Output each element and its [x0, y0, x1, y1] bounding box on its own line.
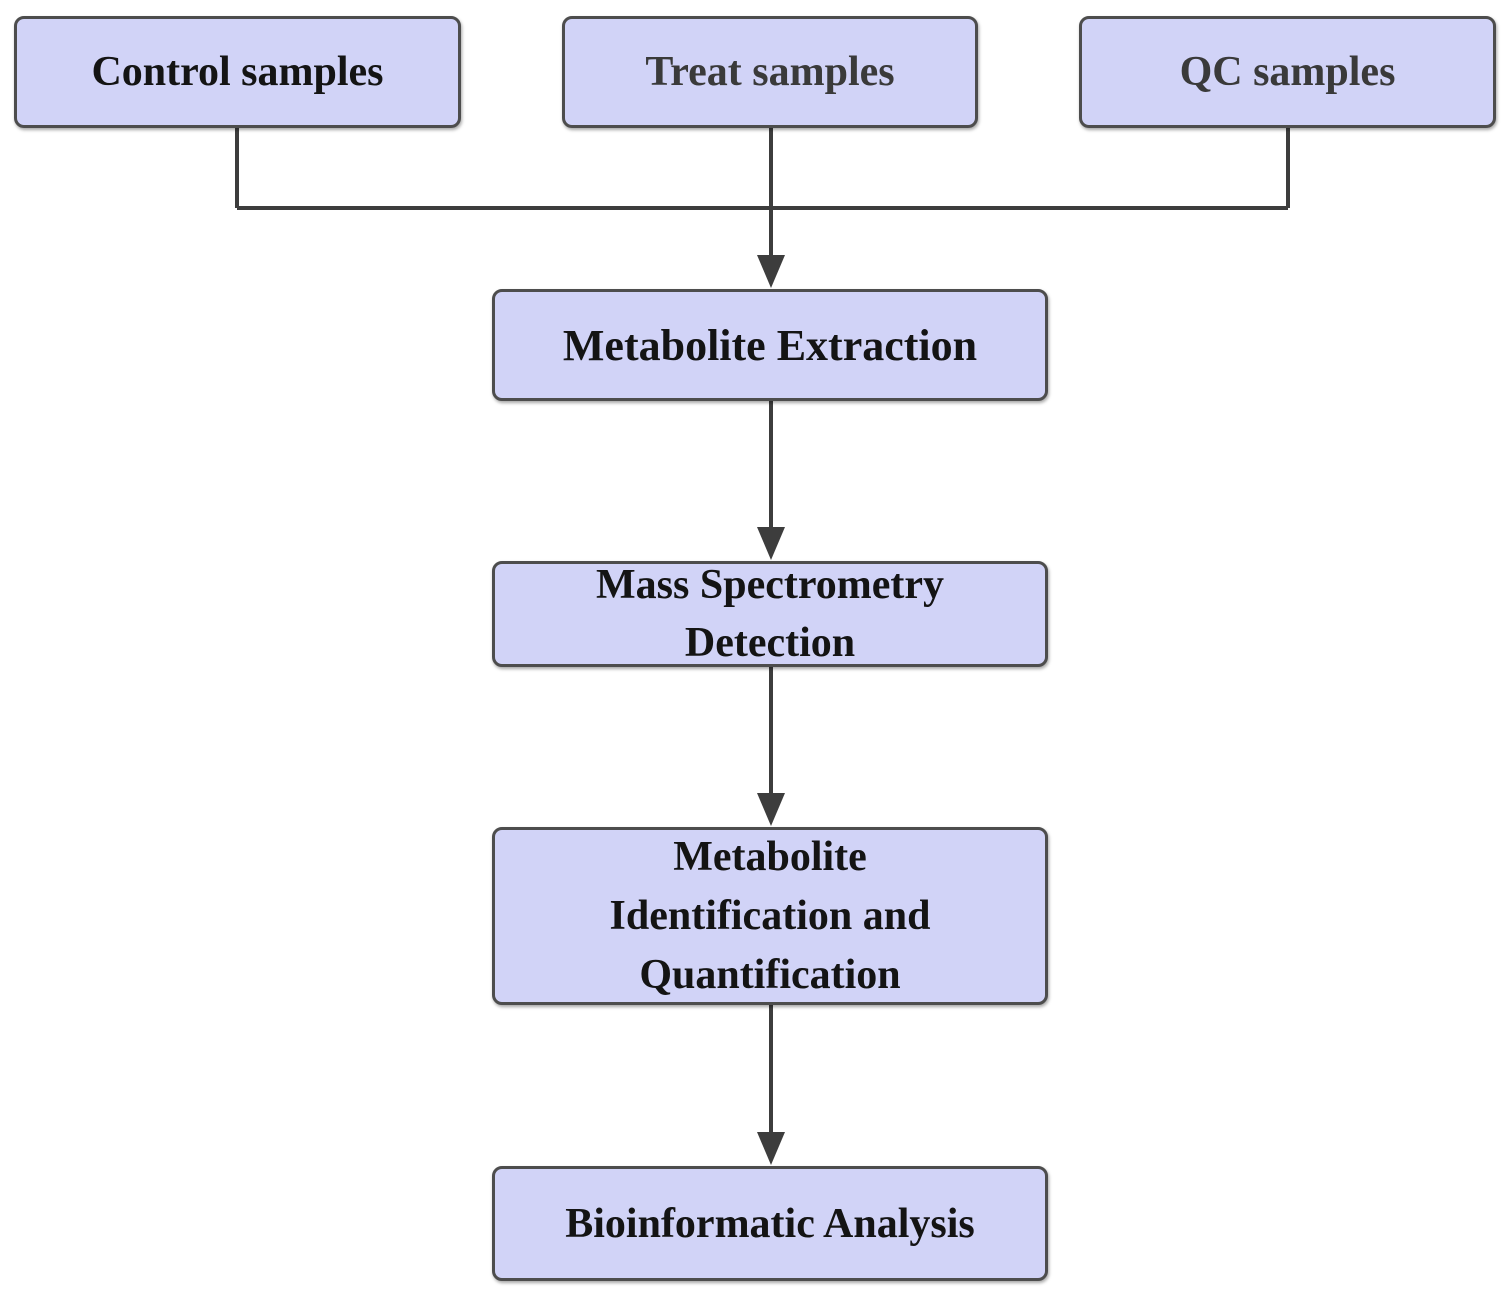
control-samples-box: Control samples [14, 16, 461, 128]
bioinformatic-analysis-box: Bioinformatic Analysis [492, 1166, 1048, 1281]
identification-label-line-3: Quantification [639, 951, 901, 998]
identification-label-line-1: Metabolite [673, 833, 867, 880]
control-samples-label: Control samples [91, 49, 384, 95]
metabolite-identification-box: Metabolite Identification and Quantifica… [492, 827, 1048, 1005]
treat-samples-label: Treat samples [645, 49, 895, 95]
arrowhead-to-bioinformatics [757, 1132, 785, 1165]
arrowhead-to-extraction [757, 255, 785, 288]
qc-samples-box: QC samples [1079, 16, 1496, 128]
metabolite-extraction-label: Metabolite Extraction [562, 320, 978, 370]
mass-spectrometry-label-line-1: Mass Spectrometry [596, 562, 944, 608]
mass-spectrometry-label-line-2: Detection [684, 620, 856, 666]
identification-label-line-2: Identification and [609, 892, 931, 939]
arrowhead-to-mass [757, 527, 785, 560]
mass-spectrometry-detection-box: Mass Spectrometry Detection [492, 561, 1048, 667]
arrowhead-to-identification [757, 793, 785, 826]
metabolite-extraction-box: Metabolite Extraction [492, 289, 1048, 401]
treat-samples-box: Treat samples [562, 16, 978, 128]
bioinformatic-analysis-label: Bioinformatic Analysis [565, 1200, 975, 1247]
qc-samples-label: QC samples [1179, 49, 1396, 95]
